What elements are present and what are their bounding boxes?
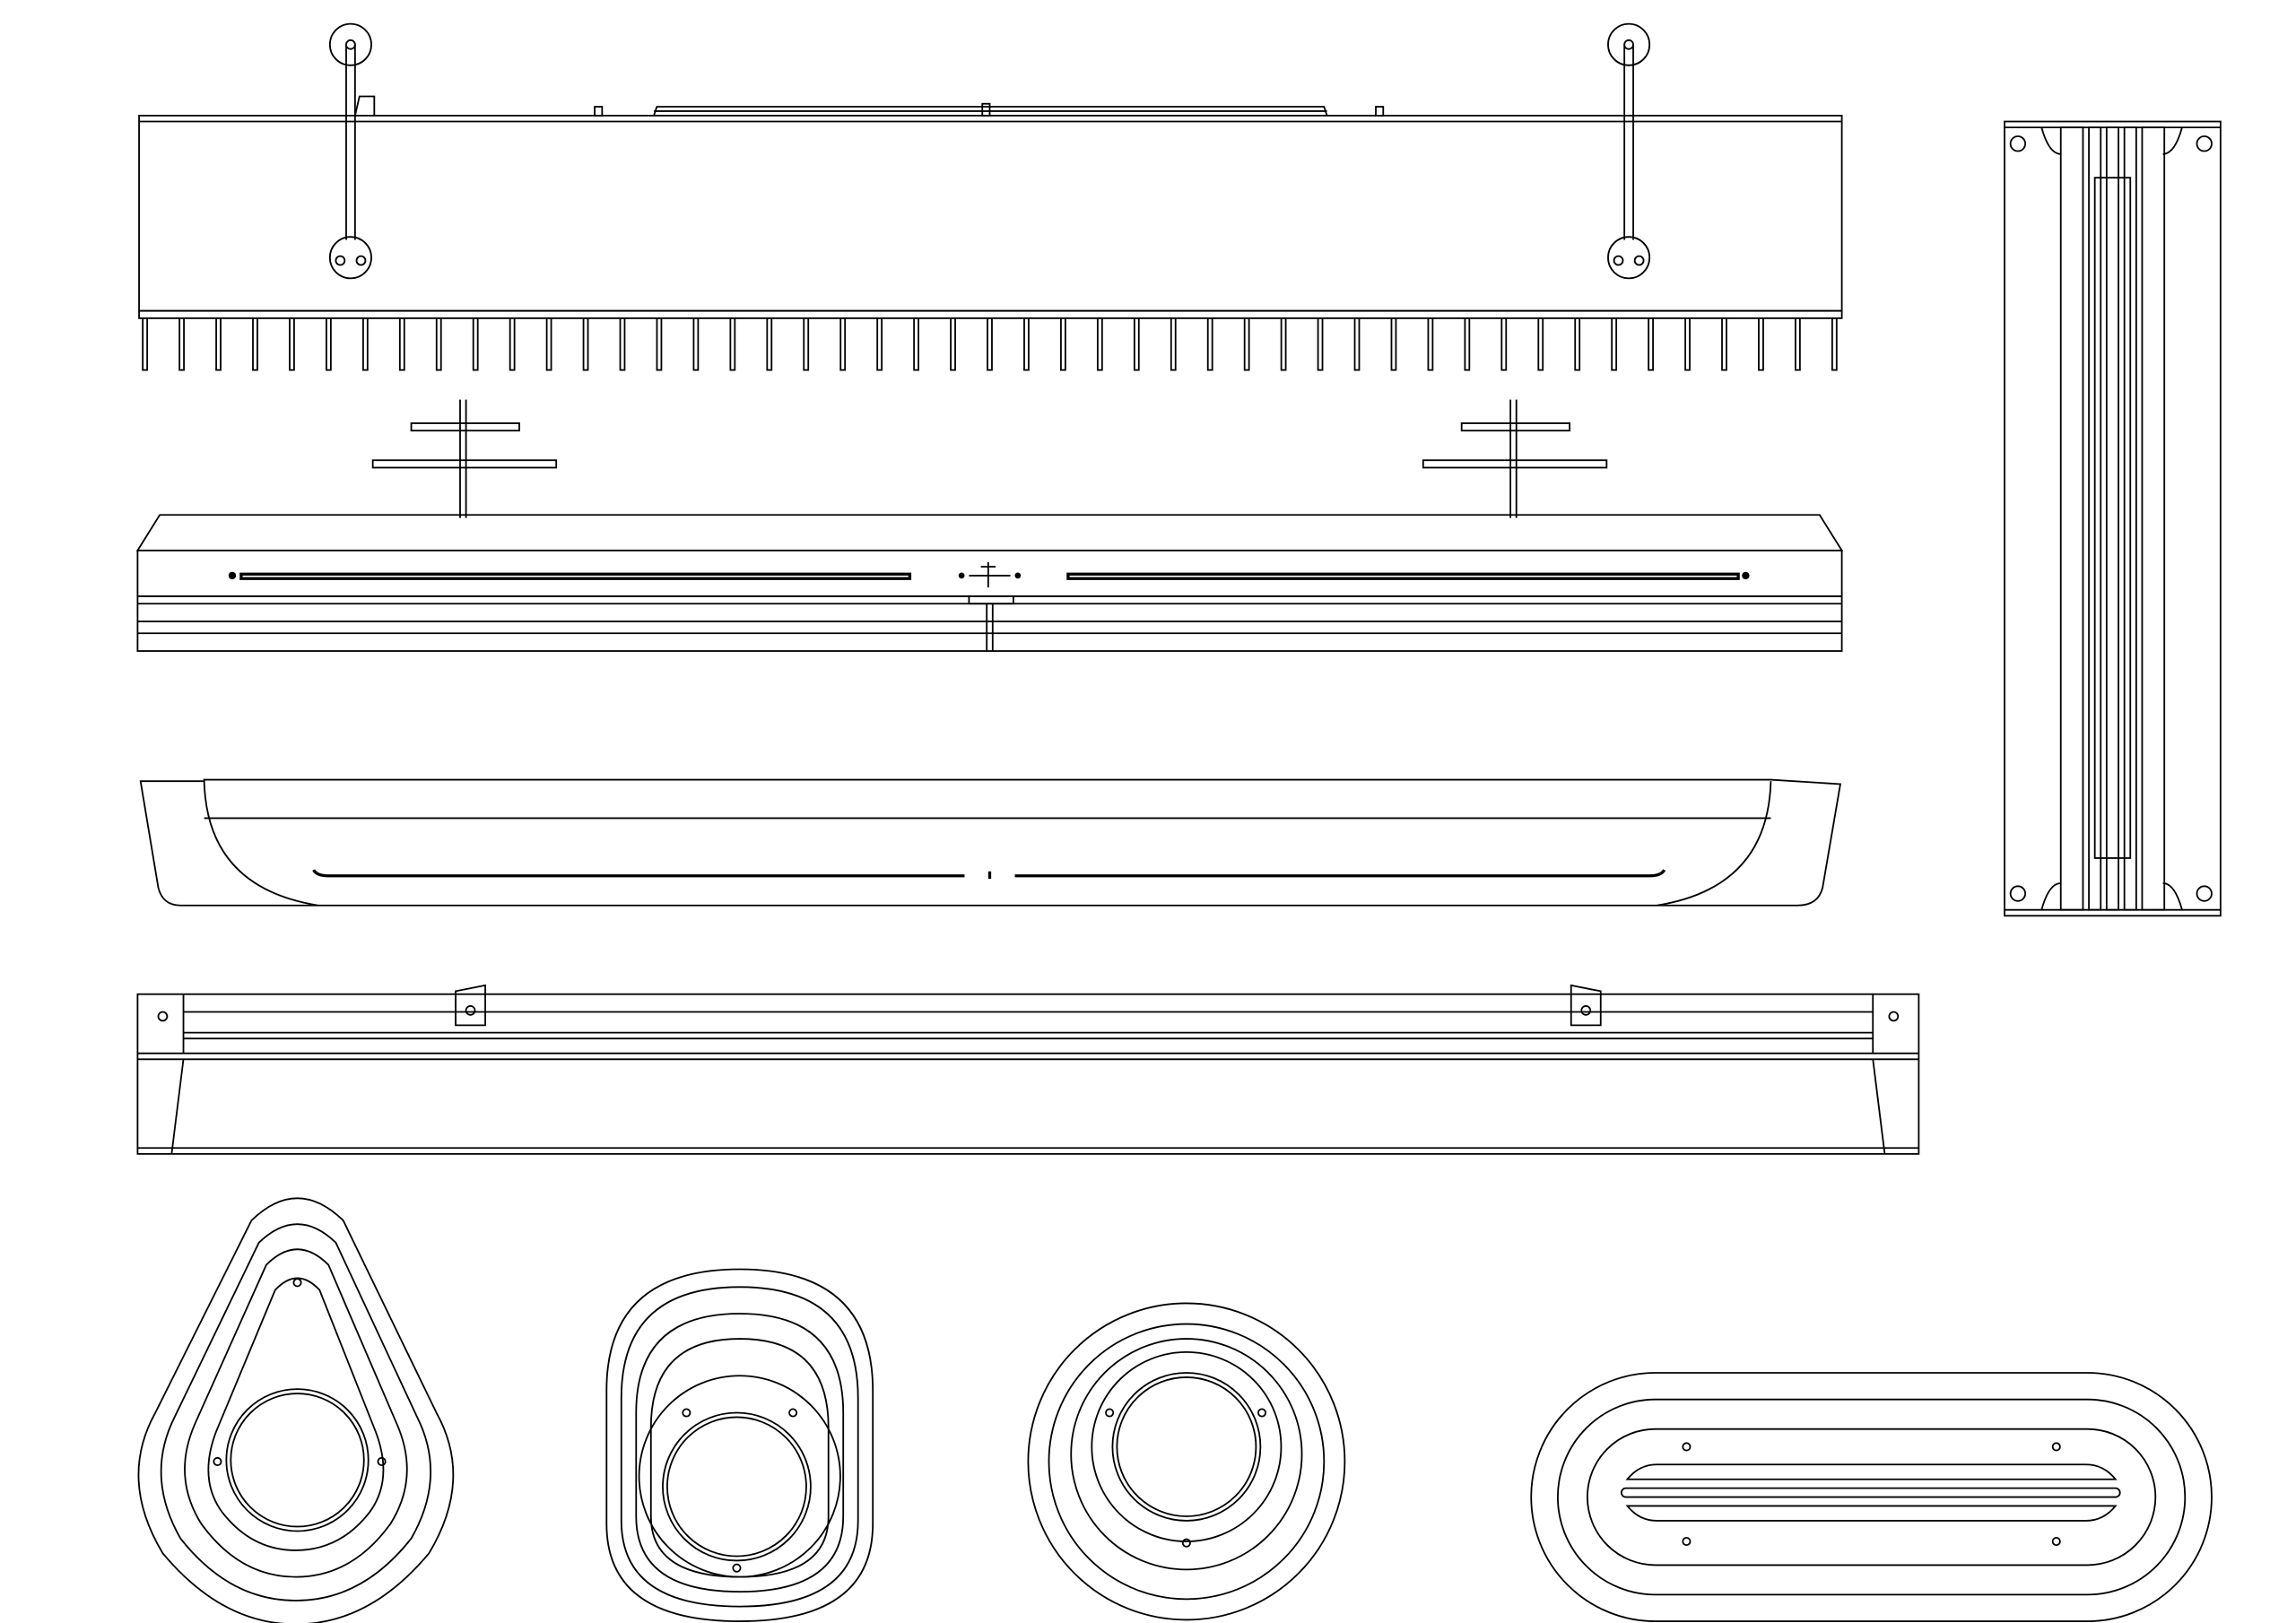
fin <box>326 317 332 371</box>
fin <box>215 317 222 371</box>
fin <box>950 317 956 371</box>
fin <box>1721 317 1727 371</box>
oval-end-cap <box>1530 1372 2213 1622</box>
fin <box>1390 317 1397 371</box>
end-view-linear <box>2004 120 2222 917</box>
fin <box>545 317 552 371</box>
fin <box>1464 317 1471 371</box>
fin <box>1427 317 1434 371</box>
fin <box>1317 317 1324 371</box>
fin <box>582 317 589 371</box>
fin <box>1611 317 1618 371</box>
fin <box>1096 317 1103 371</box>
fin <box>252 317 258 371</box>
fin <box>509 317 516 371</box>
fin <box>398 317 405 371</box>
fin <box>876 317 883 371</box>
fin <box>142 317 149 371</box>
rail-elevation <box>136 984 1920 1155</box>
fin <box>839 317 847 371</box>
fin <box>1500 317 1508 371</box>
fin <box>766 317 773 371</box>
teardrop-end-cap <box>137 1197 455 1623</box>
fin <box>1537 317 1544 371</box>
top-view-with-fins <box>138 22 1843 371</box>
fin <box>1023 317 1030 371</box>
fin <box>435 317 442 371</box>
fin <box>1280 317 1287 371</box>
fin <box>1684 317 1691 371</box>
fin <box>1648 317 1654 371</box>
fin <box>1831 317 1838 371</box>
fin <box>472 317 479 371</box>
fin <box>656 317 663 371</box>
fin <box>1170 317 1177 371</box>
fin <box>729 317 736 371</box>
fin <box>619 317 626 371</box>
fin-row <box>142 317 1838 371</box>
fin <box>913 317 919 371</box>
suspension-rod <box>1607 22 1651 280</box>
fin <box>1133 317 1140 371</box>
fin <box>803 317 810 371</box>
fin <box>361 317 369 371</box>
fin <box>1206 317 1213 371</box>
fin <box>987 317 993 371</box>
fin <box>1353 317 1361 371</box>
fin <box>1758 317 1764 371</box>
round-end-cap <box>1027 1302 1346 1621</box>
fin <box>692 317 700 371</box>
curved-profile-view <box>139 778 1842 907</box>
fin <box>1574 317 1581 371</box>
fin <box>1243 317 1250 371</box>
fin <box>178 317 185 371</box>
fin <box>1060 317 1066 371</box>
fin <box>289 317 295 371</box>
hanger-bracket <box>371 399 558 518</box>
hanger-bracket <box>1422 399 1608 518</box>
fin <box>1795 317 1801 371</box>
front-elevation <box>135 399 1844 652</box>
suspension-rod <box>328 22 372 280</box>
rounded-rect-end-cap <box>605 1268 874 1623</box>
